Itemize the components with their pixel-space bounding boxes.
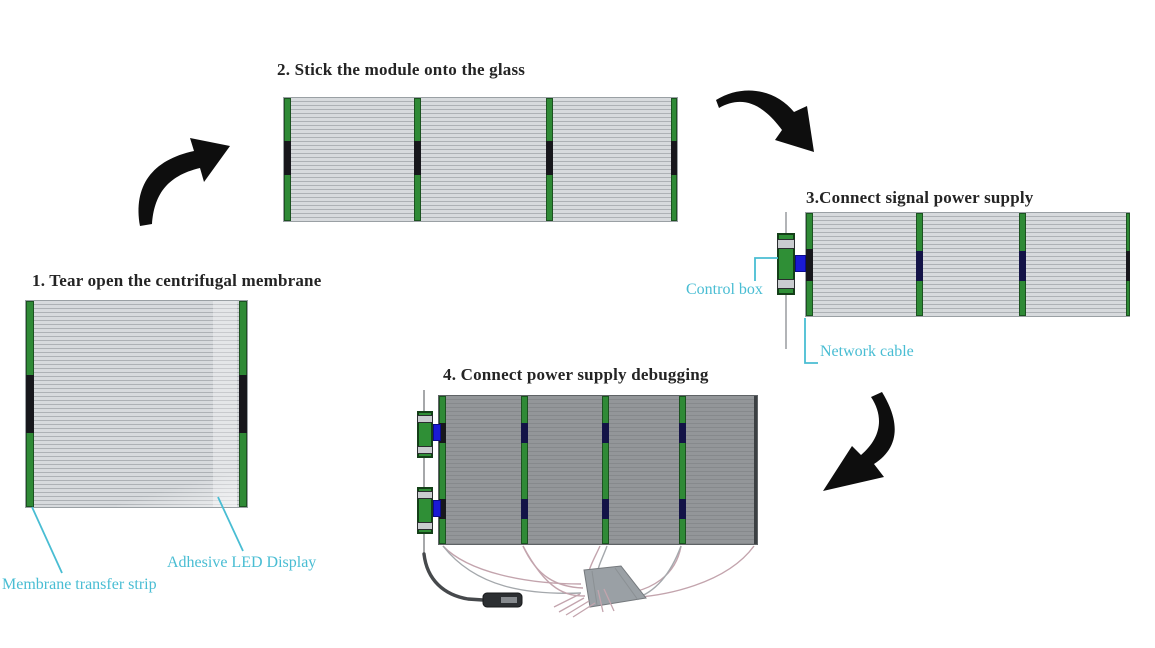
curved-arrow-step3-to-step4-icon — [823, 392, 895, 491]
step2-module-panel — [283, 97, 678, 222]
step1-title: 1. Tear open the centrifugal membrane — [32, 271, 322, 290]
control-box-pad — [777, 239, 795, 249]
control-box-pad — [417, 522, 433, 530]
edge-segment — [679, 499, 686, 519]
signal-connector — [433, 424, 441, 441]
edge-segment — [239, 375, 247, 433]
module-edge-bar — [284, 98, 291, 221]
module-edge-bar — [806, 213, 813, 316]
power-cord — [422, 552, 485, 602]
edge-segment — [916, 251, 923, 281]
network-cable-label: Network cable — [820, 343, 914, 360]
edge-segment — [546, 141, 553, 175]
step2-title: 2. Stick the module onto the glass — [277, 60, 526, 79]
module-edge-bar — [26, 301, 34, 507]
edge-segment — [602, 423, 609, 443]
membrane-fold — [117, 473, 237, 507]
module-edge-bar — [602, 396, 609, 544]
step3-title: 3.Connect signal power supply — [806, 188, 1034, 207]
curved-arrow-step2-to-step3-icon — [716, 90, 814, 152]
edge-segment — [414, 141, 421, 175]
adhesive-display-label: Adhesive LED Display — [167, 554, 317, 571]
plug-icon — [482, 592, 523, 608]
membrane-strip-label: Membrane transfer strip — [2, 576, 157, 593]
edge-segment — [521, 499, 528, 519]
control-box — [777, 233, 795, 295]
module-edge-bar — [546, 98, 553, 221]
signal-connector — [795, 255, 806, 272]
control-box-label: Control box — [686, 281, 763, 298]
signal-connector — [433, 500, 441, 517]
control-box — [417, 411, 433, 458]
step4-title: 4. Connect power supply debugging — [443, 365, 709, 384]
edge-segment — [671, 141, 677, 175]
step4-module-panel — [438, 395, 758, 545]
membrane-sheen — [213, 301, 237, 507]
edge-segment — [806, 249, 813, 281]
edge-segment — [1019, 251, 1026, 281]
edge-segment — [439, 499, 446, 519]
module-edge-bar — [916, 213, 923, 316]
control-box-pad — [417, 415, 433, 423]
module-edge-bar — [671, 98, 677, 221]
module-edge-bar — [414, 98, 421, 221]
step1-membrane-panel — [25, 300, 248, 508]
edge-segment — [1126, 251, 1130, 281]
edge-segment — [26, 375, 34, 433]
step3-module-panel — [805, 212, 1130, 317]
module-edge-bar — [439, 396, 446, 544]
control-box-pad — [417, 446, 433, 454]
module-edge-bar — [521, 396, 528, 544]
edge-segment — [602, 499, 609, 519]
edge-segment — [521, 423, 528, 443]
module-edge-bar — [239, 301, 247, 507]
power-supply-box — [583, 565, 647, 608]
module-edge-bar — [679, 396, 686, 544]
edge-segment — [679, 423, 686, 443]
panel-right-edge — [754, 396, 757, 544]
control-box-pad — [777, 279, 795, 289]
edge-segment — [439, 423, 446, 443]
curved-arrow-step1-to-step2-icon — [138, 138, 230, 226]
cable-tails — [553, 588, 615, 618]
control-box-pad — [417, 491, 433, 499]
edge-segment — [284, 141, 291, 175]
control-box — [417, 487, 433, 534]
module-edge-bar — [1019, 213, 1026, 316]
module-edge-bar — [1126, 213, 1130, 316]
